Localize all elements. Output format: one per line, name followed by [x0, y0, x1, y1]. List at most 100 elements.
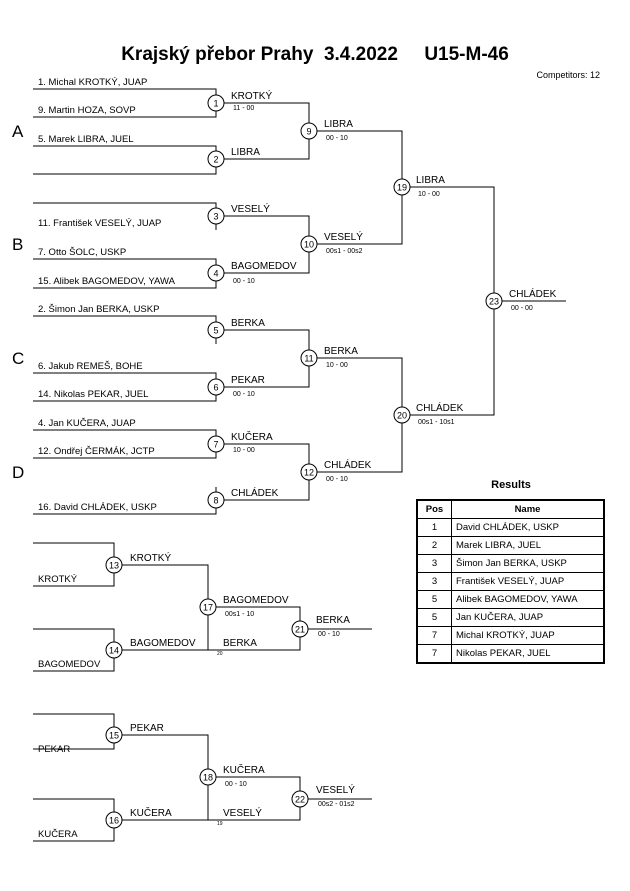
pool-letter-c: C	[12, 349, 24, 368]
match-number: 21	[295, 625, 305, 635]
match-score: 10 - 00	[418, 191, 440, 198]
match-score: 00s2 - 01s2	[318, 801, 355, 808]
result-name: Alibek BAGOMEDOV, YAWA	[451, 590, 605, 609]
match-score: 00 - 10	[233, 391, 255, 398]
match-number: 14	[109, 646, 119, 656]
semi-loser-note: 19	[217, 821, 223, 827]
match-node: 18	[199, 768, 217, 786]
match-score: 00s1 - 00s2	[326, 248, 363, 255]
match-number: 2	[213, 155, 218, 165]
match-node: 1	[207, 94, 225, 112]
match-score: 00 - 10	[225, 781, 247, 788]
match-winner: VESELÝ	[316, 783, 355, 796]
match-winner: KUČERA	[231, 430, 273, 443]
match-number: 9	[306, 127, 311, 137]
match-number: 5	[213, 326, 218, 336]
match-node: 15	[105, 726, 123, 744]
match-number: 13	[109, 561, 119, 571]
match-number: 19	[397, 183, 407, 193]
pool-letter-b: B	[12, 235, 23, 254]
entrant-name: 6. Jakub REMEŠ, BOHE	[38, 361, 143, 372]
match-winner: BAGOMEDOV	[231, 261, 297, 272]
results-title: Results	[491, 479, 531, 491]
match-winner: BERKA	[231, 318, 265, 329]
match-winner: BAGOMEDOV	[130, 638, 196, 649]
match-number: 18	[203, 773, 213, 783]
result-pos: 3	[416, 572, 452, 591]
results-header-pos: Pos	[416, 499, 452, 519]
match-score: 00 - 10	[318, 631, 340, 638]
result-name: Šimon Jan BERKA, USKP	[451, 554, 605, 573]
match-winner: BAGOMEDOV	[223, 595, 289, 606]
match-node: 9	[300, 122, 318, 140]
match-number: 15	[109, 731, 119, 741]
page-title: Krajský přebor Prahy 3.4.2022 U15-M-46	[121, 44, 509, 65]
match-score: 00 - 10	[233, 278, 255, 285]
match-node: 20	[393, 406, 411, 424]
repechage-entrant: KROTKÝ	[38, 574, 78, 585]
entrant-name: 15. Alibek BAGOMEDOV, YAWA	[38, 276, 176, 287]
result-pos: 5	[416, 590, 452, 609]
match-winner: BERKA	[324, 346, 358, 357]
match-winner: CHLÁDEK	[324, 458, 372, 471]
match-node: 21	[291, 620, 309, 638]
semi-loser-note: 20	[217, 651, 223, 657]
match-winner: VESELÝ	[231, 202, 270, 215]
match-winner: KROTKÝ	[130, 551, 171, 564]
match-number: 7	[213, 440, 218, 450]
match-number: 8	[213, 496, 218, 506]
match-number: 12	[304, 468, 314, 478]
match-node: 4	[207, 264, 225, 282]
match-node: 6	[207, 378, 225, 396]
match-node: 17	[199, 598, 217, 616]
match-node: 10	[300, 235, 318, 253]
match-score: 11 - 00	[233, 105, 254, 112]
match-score: 10 - 00	[326, 362, 348, 369]
match-node: 16	[105, 811, 123, 829]
result-name: František VESELÝ, JUAP	[451, 572, 605, 591]
match-number: 17	[203, 603, 213, 613]
match-number: 22	[295, 795, 305, 805]
match-score: 00s1 - 10	[225, 611, 254, 618]
match-number: 20	[397, 411, 407, 421]
entrant-name: 11. František VESELÝ, JUAP	[38, 218, 161, 229]
entrant-name: 2. Šimon Jan BERKA, USKP	[38, 304, 159, 315]
final-score: 00 - 00	[511, 305, 533, 312]
match-node: 7	[207, 435, 225, 453]
match-number: 16	[109, 816, 119, 826]
match-node: 8	[207, 491, 225, 509]
result-pos: 3	[416, 554, 452, 573]
results-header-name: Name	[451, 499, 605, 519]
entrant-name: 14. Nikolas PEKAR, JUEL	[38, 389, 148, 400]
match-score: 00 - 10	[326, 135, 348, 142]
match-winner: CHLÁDEK	[416, 401, 464, 414]
match-number: 10	[304, 240, 314, 250]
entrant-name: 4. Jan KUČERA, JUAP	[38, 418, 136, 429]
result-name: David CHLÁDEK, USKP	[451, 518, 605, 537]
match-winner: LIBRA	[324, 119, 353, 130]
match-winner: PEKAR	[130, 723, 164, 734]
match-score: 00 - 10	[326, 476, 348, 483]
match-node: 2	[207, 150, 225, 168]
result-name: Nikolas PEKAR, JUEL	[451, 644, 605, 664]
match-node: 22	[291, 790, 309, 808]
match-number: 4	[213, 269, 218, 279]
match-node: 13	[105, 556, 123, 574]
match-winner: LIBRA	[231, 147, 260, 158]
entrant-name: 9. Martin HOZA, SOVP	[38, 105, 136, 116]
entrant-name: 5. Marek LIBRA, JUEL	[38, 134, 134, 145]
result-name: Jan KUČERA, JUAP	[451, 608, 605, 627]
match-winner: LIBRA	[416, 175, 445, 186]
competitor-count: Competitors: 12	[536, 70, 600, 80]
match-number: 23	[489, 297, 499, 307]
entrant-name: 7. Otto ŠOLC, USKP	[38, 247, 126, 258]
match-node: 11	[300, 349, 318, 367]
